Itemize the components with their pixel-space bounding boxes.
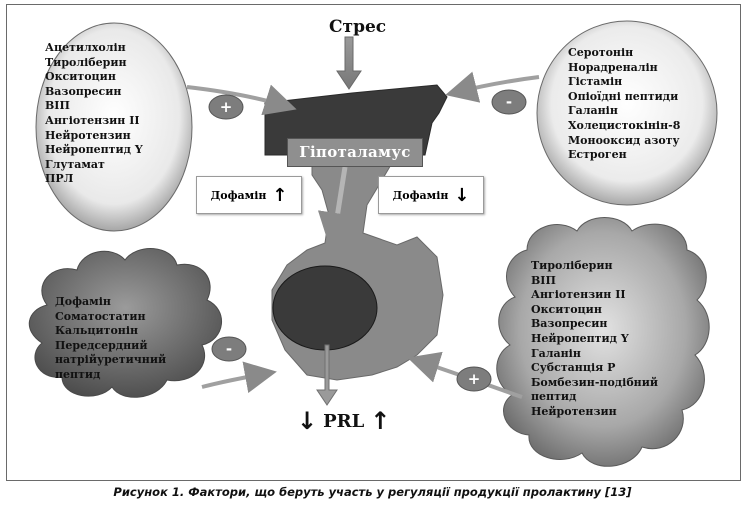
- inhibitors-ellipse: [536, 20, 718, 206]
- list-item: Холецистокінін-8: [568, 118, 681, 132]
- arrow-down-icon: ↓: [297, 407, 318, 435]
- minus-sign-circle-bottom-left: [211, 336, 247, 362]
- list-item: Тироліберин: [45, 55, 127, 69]
- list-item: Нейропептид Y: [531, 331, 629, 345]
- list-item: Гістамін: [568, 75, 623, 89]
- minus-sign: -: [505, 93, 513, 111]
- dopamine-up-label: Дофамін: [210, 188, 267, 202]
- list-item: ВІП: [45, 99, 70, 113]
- hypothalamus-to-pituitary-arrow: [317, 166, 358, 253]
- stress-arrow: [336, 36, 362, 90]
- list-item: Галанін: [531, 346, 581, 360]
- list-item: Галанін: [568, 104, 618, 118]
- diagram-graphics: [28, 20, 718, 467]
- list-item: Соматостатин: [55, 309, 146, 323]
- list-item: Кальцитонін: [55, 324, 139, 338]
- list-item: Серотонін: [568, 46, 634, 59]
- pituitary-to-prl-arrow: [316, 344, 338, 406]
- list-item: Тироліберин: [531, 259, 613, 272]
- arrow-up-icon: ↑: [370, 407, 391, 435]
- stimulators-ellipse: [35, 22, 193, 232]
- list-item: натрійуретичний: [55, 353, 167, 367]
- list-item: Глутамат: [45, 157, 105, 171]
- list-item: Дофамін: [55, 295, 111, 308]
- dopamine-down-label: Дофамін: [392, 188, 449, 202]
- plus-sign-circle-bottom-right: [456, 366, 492, 392]
- arrow-down-icon: ↓: [454, 184, 470, 206]
- figure-caption: Рисунок 1. Фактори, що беруть участь у р…: [113, 485, 632, 499]
- list-item: Опіоїдні пептиди: [568, 89, 679, 103]
- inhibitors-cloud: [28, 248, 223, 398]
- list-item: Нейропептид Y: [45, 143, 143, 157]
- stimulation-arrow-top-left: [186, 84, 297, 116]
- list-item: Окситоцин: [45, 70, 116, 84]
- prl-label: PRL: [323, 410, 365, 432]
- inhibition-arrow-top-right: [445, 71, 540, 103]
- list-item: Ангіотензин ІІ: [531, 288, 626, 302]
- list-item: Вазопресин: [45, 84, 122, 98]
- plus-sign: +: [219, 98, 233, 116]
- list-item: Субстанція Р: [531, 361, 616, 375]
- list-item: пептид: [55, 367, 101, 381]
- figure-frame: Стрес Гіпоталамус Дофамін ↑ Дофамін ↓ ↓ …: [6, 4, 741, 481]
- inhibition-arrow-bottom-left: [201, 361, 277, 394]
- plus-sign-circle-top-left: [208, 94, 244, 120]
- hypothalamus-label: Гіпоталамус: [287, 138, 423, 167]
- dopamine-increase-box: Дофамін ↑: [196, 176, 302, 214]
- list-item: пептид: [531, 390, 577, 404]
- list-item: Норадреналін: [568, 60, 658, 74]
- stress-label: Стрес: [329, 17, 387, 37]
- minus-sign: -: [225, 340, 233, 358]
- list-item: Ацетилхолін: [45, 41, 126, 54]
- arrow-up-icon: ↑: [272, 184, 288, 206]
- minus-sign-circle-top-right: [491, 89, 527, 115]
- list-item: Ангіотензин ІІ: [45, 113, 140, 127]
- stimulators-cloud: [496, 217, 710, 467]
- dopamine-decrease-box: Дофамін ↓: [378, 176, 484, 214]
- plus-sign: +: [467, 370, 481, 388]
- list-item: Нейротензин: [531, 404, 617, 418]
- list-item: Нейротензин: [45, 128, 131, 142]
- list-item: Монооксид азоту: [568, 133, 680, 147]
- list-item: Бомбезин-подібний: [531, 375, 659, 389]
- list-item: Естроген: [568, 148, 627, 162]
- anterior-lobe-ellipse: [272, 265, 378, 351]
- list-item: ВІП: [531, 273, 556, 287]
- list-item: ПРЛ: [45, 172, 74, 186]
- list-item: Вазопресин: [531, 317, 608, 331]
- prl-label-group: ↓ PRL ↑: [297, 407, 390, 435]
- list-item: Передсердний: [55, 338, 148, 352]
- list-item: Окситоцин: [531, 302, 602, 316]
